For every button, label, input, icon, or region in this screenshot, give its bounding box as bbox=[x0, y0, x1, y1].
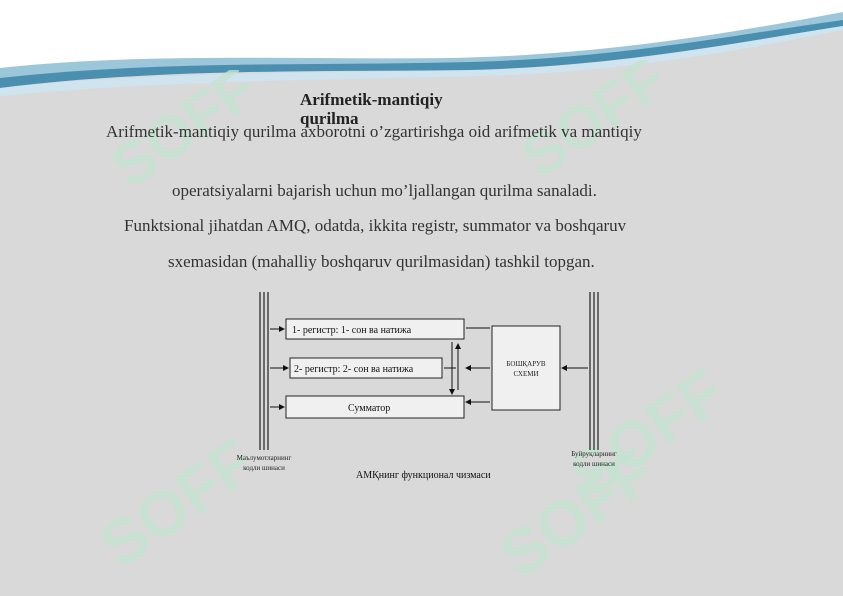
control-label-line-2: СХЕМИ bbox=[513, 370, 538, 378]
paragraph-line-4: sxemasidan (mahalliy boshqaruv qurilmasi… bbox=[168, 252, 595, 271]
alu-diagram: 1- регистр: 1- сон ва натижа 2- регистр:… bbox=[237, 292, 617, 481]
right-bus-label-line-2: кодли шинаси bbox=[573, 460, 615, 468]
paragraph-line-2: operatsiyalarni bajarish uchun mo’ljalla… bbox=[172, 181, 597, 200]
paragraph-line-1: Arifmetik-mantiqiy qurilma axborotni o’z… bbox=[106, 122, 642, 141]
summator-label: Сумматор bbox=[348, 403, 390, 414]
right-bus-label-line-1: Буйруқларнинг bbox=[571, 450, 617, 458]
left-bus-label-line-1: Маълумотларнинг bbox=[237, 454, 292, 462]
register-1-label: 1- регистр: 1- сон ва натижа bbox=[292, 325, 412, 336]
control-label-line-1: БОШҚАРУВ bbox=[506, 360, 545, 368]
diagram-caption: АМҚнинг функционал чизмаси bbox=[356, 470, 491, 481]
slide-title: Arifmetik-mantiqiy qurilma bbox=[300, 90, 443, 128]
register-2-label: 2- регистр: 2- сон ва натижа bbox=[294, 364, 414, 375]
paragraph-line-3: Funktsional jihatdan AMQ, odatda, ikkita… bbox=[124, 216, 627, 235]
left-bus-label-line-2: кодли шинаси bbox=[243, 464, 285, 472]
wave-banner bbox=[0, 0, 843, 96]
